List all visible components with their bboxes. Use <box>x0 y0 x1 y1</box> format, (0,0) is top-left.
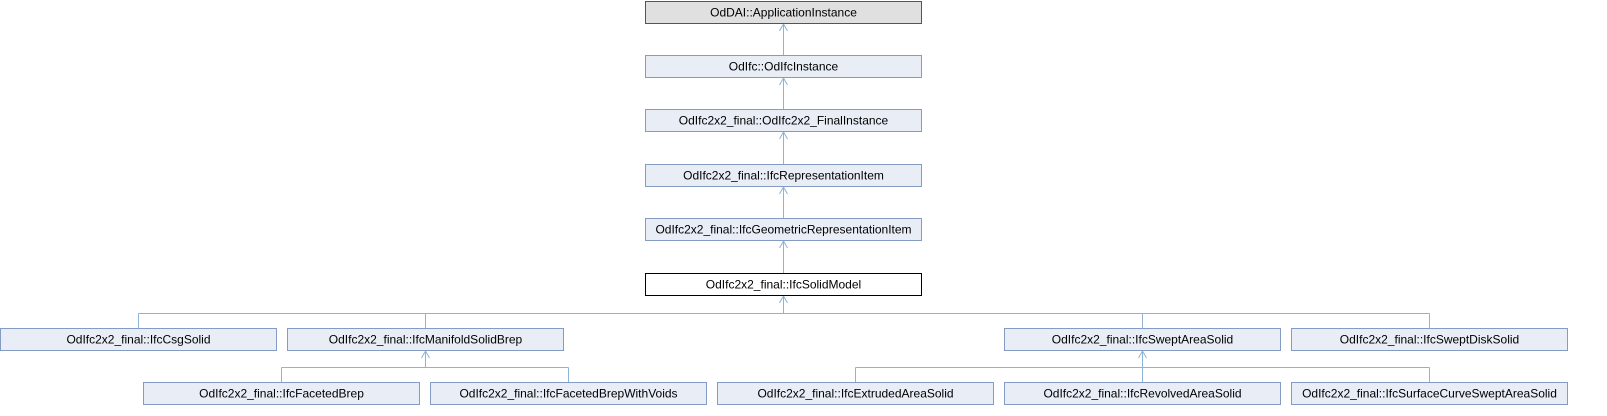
class-label[interactable]: OdIfc2x2_final::IfcSweptAreaSolid <box>1052 333 1233 347</box>
edge-final <box>779 130 788 164</box>
class-label[interactable]: OdIfc2x2_final::IfcFacetedBrep <box>199 387 364 401</box>
class-label[interactable]: OdIfc2x2_final::IfcGeometricRepresentati… <box>655 223 911 237</box>
edge-app <box>779 22 788 55</box>
class-label[interactable]: OdIfc2x2_final::IfcExtrudedAreaSolid <box>757 387 953 401</box>
class-label[interactable]: OdIfc2x2_final::IfcFacetedBrepWithVoids <box>459 387 677 401</box>
class-node-revolved[interactable]: OdIfc2x2_final::IfcRevolvedAreaSolid <box>1004 382 1281 405</box>
class-label[interactable]: OdIfc2x2_final::IfcCsgSolid <box>66 333 210 347</box>
class-box[interactable] <box>645 218 922 241</box>
class-label[interactable]: OdIfc2x2_final::IfcManifoldSolidBrep <box>329 333 523 347</box>
class-box[interactable] <box>645 273 922 296</box>
class-box[interactable] <box>143 382 420 405</box>
class-box[interactable] <box>430 382 707 405</box>
edge-manifold <box>281 349 569 382</box>
class-node-manifold[interactable]: OdIfc2x2_final::IfcManifoldSolidBrep <box>287 328 564 351</box>
class-node-faceted[interactable]: OdIfc2x2_final::IfcFacetedBrep <box>143 382 420 405</box>
class-node-surface[interactable]: OdIfc2x2_final::IfcSurfaceCurveSweptArea… <box>1291 382 1568 405</box>
class-node-repr[interactable]: OdIfc2x2_final::IfcRepresentationItem <box>645 164 922 187</box>
class-label[interactable]: OdIfc2x2_final::IfcSweptDiskSolid <box>1340 333 1519 347</box>
class-node-disk[interactable]: OdIfc2x2_final::IfcSweptDiskSolid <box>1291 328 1568 351</box>
edge-ifcinst <box>779 76 788 109</box>
class-box[interactable] <box>645 1 922 24</box>
class-label[interactable]: OdIfc2x2_final::IfcSolidModel <box>706 278 861 292</box>
class-node-swept[interactable]: OdIfc2x2_final::IfcSweptAreaSolid <box>1004 328 1281 351</box>
class-box[interactable] <box>0 328 277 351</box>
class-box[interactable] <box>717 382 994 405</box>
class-node-ifcinst[interactable]: OdIfc::OdIfcInstance <box>645 55 922 78</box>
edge-repr <box>779 185 788 218</box>
class-node-csg[interactable]: OdIfc2x2_final::IfcCsgSolid <box>0 328 277 351</box>
inheritance-edges <box>138 22 1430 382</box>
class-node-final[interactable]: OdIfc2x2_final::OdIfc2x2_FinalInstance <box>645 109 922 132</box>
class-node-extruded[interactable]: OdIfc2x2_final::IfcExtrudedAreaSolid <box>717 382 994 405</box>
edge-solid <box>138 294 1430 328</box>
class-box[interactable] <box>1291 328 1568 351</box>
class-label[interactable]: OdIfc2x2_final::IfcSurfaceCurveSweptArea… <box>1302 387 1557 401</box>
class-label[interactable]: OdIfc2x2_final::IfcRevolvedAreaSolid <box>1043 387 1241 401</box>
class-label[interactable]: OdDAI::ApplicationInstance <box>710 6 857 20</box>
class-node-solid[interactable]: OdIfc2x2_final::IfcSolidModel <box>645 273 922 296</box>
class-label[interactable]: OdIfc::OdIfcInstance <box>729 60 839 74</box>
edge-geom <box>779 239 788 273</box>
class-box[interactable] <box>287 328 564 351</box>
class-box[interactable] <box>1004 382 1281 405</box>
class-label[interactable]: OdIfc2x2_final::OdIfc2x2_FinalInstance <box>679 114 889 128</box>
class-box[interactable] <box>1291 382 1568 405</box>
class-box[interactable] <box>645 109 922 132</box>
class-node-geom[interactable]: OdIfc2x2_final::IfcGeometricRepresentati… <box>645 218 922 241</box>
edge-swept <box>855 349 1430 382</box>
class-box[interactable] <box>645 55 922 78</box>
class-node-voids[interactable]: OdIfc2x2_final::IfcFacetedBrepWithVoids <box>430 382 707 405</box>
class-box[interactable] <box>645 164 922 187</box>
class-label[interactable]: OdIfc2x2_final::IfcRepresentationItem <box>683 169 884 183</box>
class-node-app[interactable]: OdDAI::ApplicationInstance <box>645 1 922 24</box>
class-box[interactable] <box>1004 328 1281 351</box>
class-nodes: OdDAI::ApplicationInstanceOdIfc::OdIfcIn… <box>0 1 1568 405</box>
